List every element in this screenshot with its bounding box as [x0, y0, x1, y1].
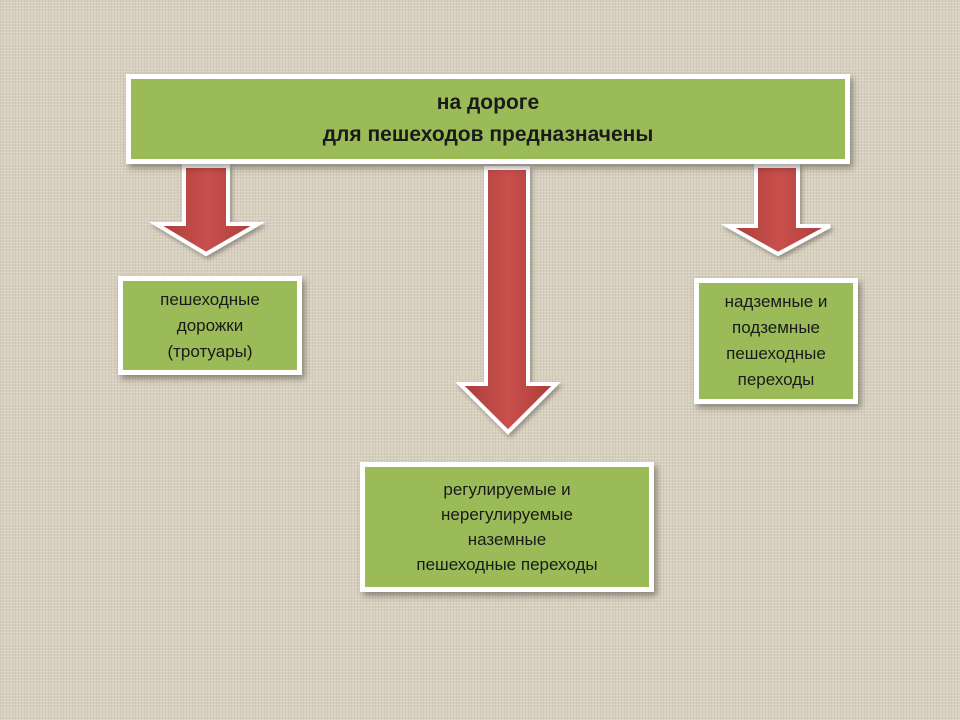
- right-line-3: пешеходные: [726, 344, 826, 363]
- right-line-4: переходы: [737, 370, 815, 389]
- title-line-1: на дороге: [436, 91, 540, 114]
- left-line-2: дорожки: [176, 315, 244, 335]
- arrow-right: [720, 164, 831, 257]
- center-line-3: наземные: [467, 530, 547, 549]
- left-line-1: пешеходные: [160, 289, 260, 309]
- arrow-center: [455, 166, 561, 435]
- arrow-left: [148, 164, 266, 257]
- box-pedestrian-paths: пешеходные дорожки (тротуары): [118, 276, 302, 375]
- title-box: на дороге для пешеходов предназначены: [126, 74, 850, 164]
- box-ground-crossings: регулируемые и нерегулируемые наземные п…: [360, 462, 654, 592]
- box-over-under-crossings: надземные и подземные пешеходные переход…: [694, 278, 858, 404]
- right-line-1: надземные и: [724, 292, 828, 311]
- center-line-2: нерегулируемые: [441, 505, 573, 524]
- title-line-2: для пешеходов предназначены: [322, 123, 654, 146]
- center-line-4: пешеходные переходы: [416, 555, 598, 574]
- center-line-1: регулируемые и: [443, 480, 571, 499]
- right-line-2: подземные: [731, 318, 820, 337]
- left-line-3: (тротуары): [167, 341, 253, 361]
